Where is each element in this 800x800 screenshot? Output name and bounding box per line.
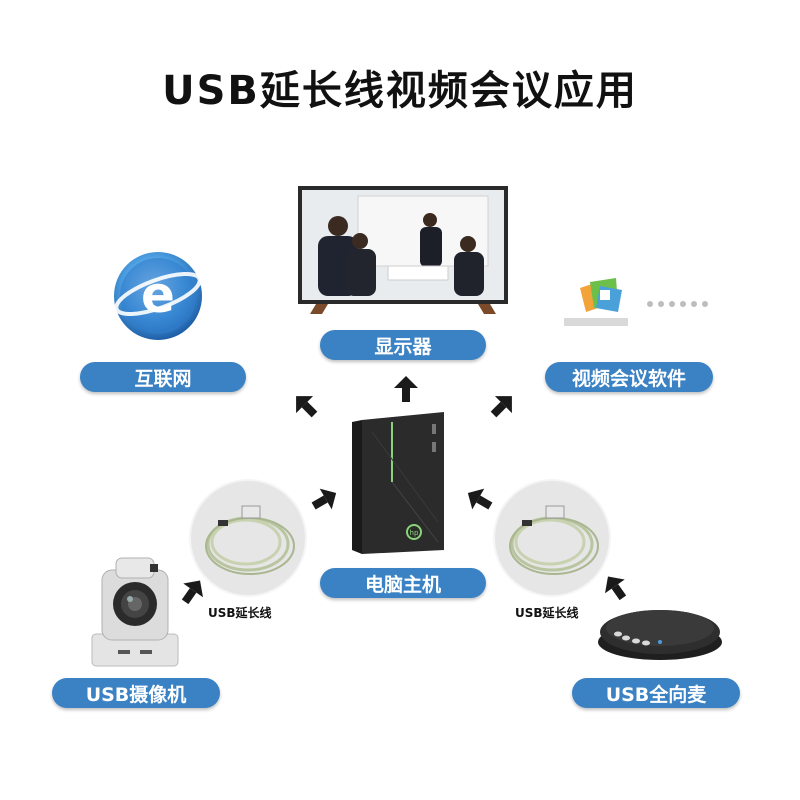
arrow-up-right-icon (490, 396, 512, 418)
arrow-up-icon (394, 376, 418, 402)
arrow-speaker-to-cable-icon (605, 576, 627, 601)
display-image (298, 186, 508, 314)
page-title: USB延长线视频会议应用 (162, 68, 638, 114)
usb-cable-right-image (493, 479, 611, 597)
usb-cable-left-image (189, 479, 307, 597)
software-icon (564, 278, 708, 326)
svg-text:hp: hp (410, 529, 419, 537)
arrow-up-left-icon (296, 396, 318, 418)
usb-camera-image (91, 557, 179, 667)
arrow-left-up-icon (467, 488, 493, 510)
arrow-right-up-icon (311, 488, 337, 510)
cable-right-label: USB延长线 (515, 606, 579, 620)
usb-speaker-image (598, 610, 722, 660)
cable-left-label: USB延长线 (208, 606, 272, 620)
camera-label: USB摄像机 (52, 678, 220, 708)
arrow-camera-to-cable-icon (181, 580, 203, 605)
internet-label: 互联网 (80, 362, 246, 392)
speaker-label: USB全向麦 (572, 678, 740, 708)
internet-icon: e (114, 252, 202, 340)
computer-image: hp (352, 412, 444, 554)
software-label: 视频会议软件 (545, 362, 713, 392)
computer-label: 电脑主机 (320, 568, 486, 598)
display-label: 显示器 (320, 330, 486, 360)
